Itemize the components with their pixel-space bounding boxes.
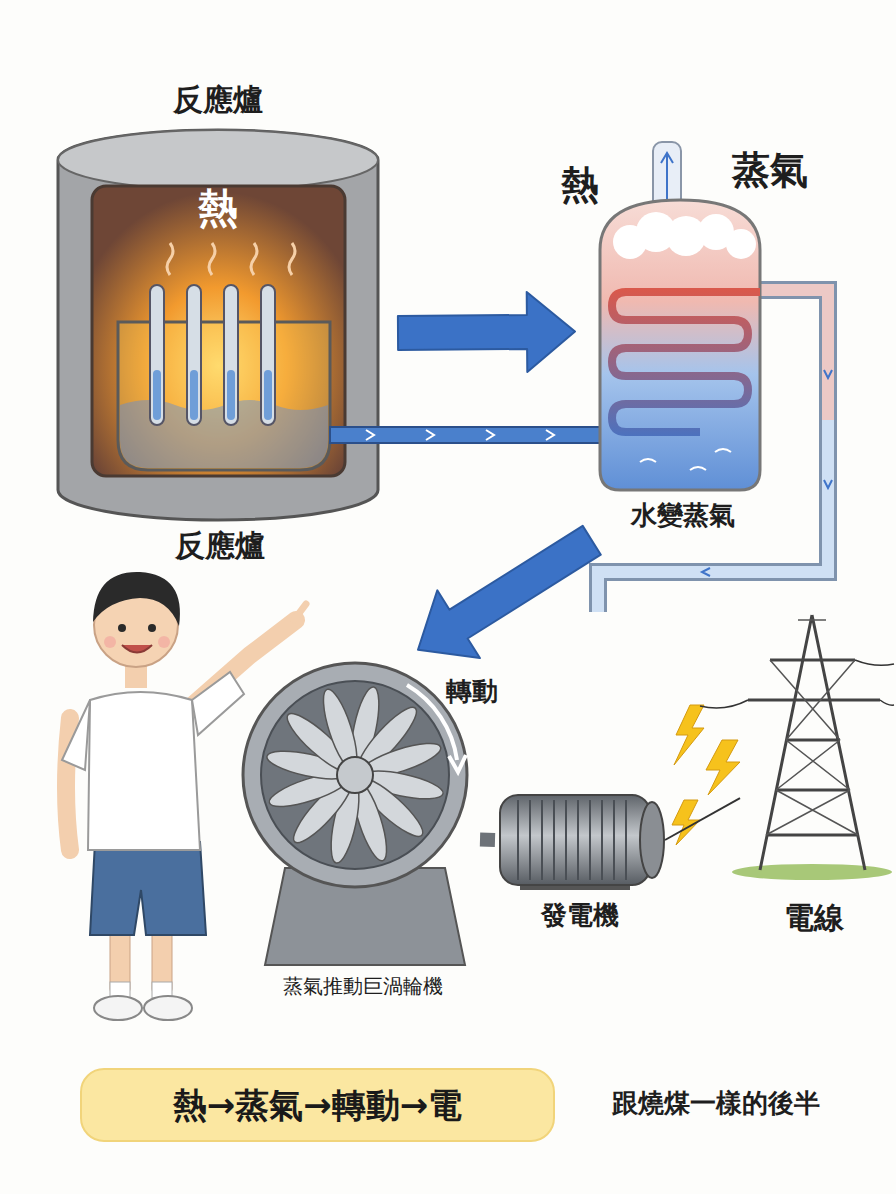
boy-figure bbox=[88, 692, 200, 850]
power-tower-box: 電線 bbox=[740, 610, 888, 940]
flow-arrow bbox=[398, 292, 575, 372]
boy-figure bbox=[66, 718, 70, 850]
boy-figure bbox=[118, 624, 126, 632]
generator-drawing bbox=[500, 795, 650, 885]
turbine-box: 蒸氣推動巨渦輪機 bbox=[245, 655, 480, 1000]
reactor-caption: 反應爐 bbox=[175, 528, 265, 564]
power-line-label: 電線 bbox=[784, 900, 844, 936]
summary-band: 熱→蒸氣→轉動→電 bbox=[80, 1068, 555, 1142]
boy-figure bbox=[148, 624, 156, 632]
power-tower-drawing bbox=[748, 615, 880, 870]
power-tower-drawing bbox=[766, 620, 858, 835]
generator-drawing bbox=[518, 800, 626, 880]
reactor-drawing bbox=[187, 285, 201, 425]
steam-label: 蒸氣 bbox=[732, 148, 808, 194]
steam-generator-drawing bbox=[640, 449, 731, 470]
boy-figure bbox=[144, 996, 192, 1020]
heat-text: 熱 bbox=[198, 184, 238, 232]
reactor-drawing bbox=[251, 243, 257, 275]
power-wire bbox=[665, 798, 740, 840]
turbine-drawing bbox=[449, 755, 466, 772]
reactor-drawing bbox=[366, 430, 554, 440]
summary-text: 熱→蒸氣→轉動→電 bbox=[173, 1085, 462, 1126]
caption-note: 跟燒煤一樣的後半 bbox=[612, 1088, 820, 1119]
turbine-shaft bbox=[480, 833, 495, 847]
reactor-drawing bbox=[58, 130, 378, 520]
generator-drawing bbox=[500, 795, 664, 890]
lightning-symbol bbox=[672, 705, 740, 845]
power-tower-drawing bbox=[700, 615, 894, 880]
steam-generator-drawing bbox=[760, 290, 828, 420]
lightning-symbol bbox=[674, 705, 704, 765]
reactor-box: 反應爐熱 bbox=[58, 78, 378, 503]
power-tower-drawing bbox=[700, 660, 894, 708]
flow-arrow bbox=[418, 526, 601, 658]
reactor-drawing bbox=[330, 427, 602, 443]
boy-figure bbox=[122, 645, 152, 653]
reactor-drawing bbox=[190, 370, 198, 420]
steam-generator-drawing bbox=[598, 142, 832, 612]
steam-generator-drawing bbox=[726, 229, 756, 259]
reactor-drawing bbox=[58, 130, 602, 520]
turbine-drawing bbox=[243, 663, 467, 965]
generator-box: 發電機 bbox=[495, 790, 665, 935]
boy-figure bbox=[90, 842, 206, 935]
boy-figure bbox=[294, 604, 306, 620]
reactor-drawing bbox=[261, 285, 275, 425]
steam-generator-drawing bbox=[661, 153, 673, 200]
boy-figure bbox=[93, 572, 180, 626]
power-wire bbox=[665, 798, 740, 840]
turbine-label: 蒸氣推動巨渦輪機 bbox=[283, 974, 443, 998]
reactor-drawing bbox=[153, 370, 161, 420]
flow-arrow bbox=[418, 526, 601, 658]
reactor-drawing bbox=[289, 243, 295, 275]
turbine-drawing bbox=[243, 663, 467, 887]
steam-generator-drawing bbox=[612, 292, 760, 432]
power-tower-drawing bbox=[732, 864, 892, 880]
steam-generator-label: 水變蒸氣 bbox=[631, 500, 735, 531]
lightning-symbol bbox=[706, 740, 740, 795]
boy-figure bbox=[158, 636, 170, 648]
turbine-drawing bbox=[261, 681, 449, 869]
rotation-label: 轉動 bbox=[446, 676, 498, 707]
reactor-drawing bbox=[224, 285, 238, 425]
boy-figure bbox=[104, 636, 116, 648]
heat-label: 熱 bbox=[561, 163, 599, 209]
boy-figure bbox=[192, 672, 244, 735]
turbine-drawing bbox=[337, 757, 373, 793]
reactor-drawing bbox=[167, 243, 173, 275]
steam-generator-box: 水變蒸氣 bbox=[595, 178, 770, 535]
reactor-drawing bbox=[264, 370, 272, 420]
generator-label: 發電機 bbox=[541, 900, 619, 931]
turbine-shaft bbox=[480, 839, 495, 840]
reactor-drawing bbox=[58, 130, 378, 190]
steam-generator-drawing bbox=[600, 200, 760, 490]
reactor-drawing bbox=[209, 243, 215, 275]
reactor-heading: 反應爐 bbox=[173, 82, 263, 118]
generator-drawing bbox=[640, 802, 664, 878]
boy-figure bbox=[62, 700, 90, 770]
reactor-drawing bbox=[227, 370, 235, 420]
boy-figure bbox=[94, 996, 142, 1020]
turbine-blades bbox=[265, 685, 446, 866]
reactor-drawing bbox=[150, 285, 164, 425]
flow-arrow bbox=[398, 292, 575, 372]
